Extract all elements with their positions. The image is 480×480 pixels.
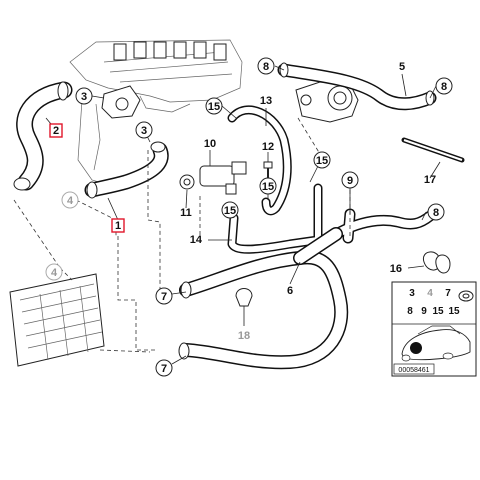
hose-2 <box>13 81 73 191</box>
radiator <box>9 273 105 367</box>
hose-14 <box>227 183 323 254</box>
svg-text:18: 18 <box>238 330 250 342</box>
svg-text:15: 15 <box>224 205 236 217</box>
callout-16[interactable]: 16 <box>390 263 402 275</box>
svg-text:2: 2 <box>53 125 59 137</box>
svg-text:15: 15 <box>262 181 274 193</box>
callout-7[interactable]: 7 <box>155 359 173 377</box>
callout-8[interactable]: 8 <box>427 203 445 221</box>
callout-10[interactable]: 10 <box>204 138 216 150</box>
legend-ref: 4 <box>427 288 433 299</box>
legend-ref: 15 <box>432 306 444 317</box>
svg-text:4: 4 <box>67 195 74 207</box>
svg-text:7: 7 <box>161 291 167 303</box>
leader-lines <box>45 65 441 365</box>
legend-ref: 9 <box>421 306 427 317</box>
svg-text:6: 6 <box>287 285 293 297</box>
callout-1[interactable]: 1 <box>111 218 125 233</box>
callout-15[interactable]: 15 <box>259 177 277 195</box>
svg-text:11: 11 <box>180 207 192 219</box>
svg-text:10: 10 <box>204 138 216 150</box>
callout-3[interactable]: 3 <box>75 87 93 105</box>
callout-15[interactable]: 15 <box>221 201 239 219</box>
svg-text:3: 3 <box>81 91 87 103</box>
svg-text:13: 13 <box>260 95 272 107</box>
hose-6 <box>178 227 349 370</box>
hose-9 <box>334 208 436 244</box>
legend-box: 3 4 7 8 9 15 15 00058461 <box>391 281 477 377</box>
callout-12[interactable]: 12 <box>262 141 274 153</box>
valve-10 <box>199 161 247 195</box>
svg-text:14: 14 <box>190 234 203 246</box>
callout-8[interactable]: 8 <box>435 77 453 95</box>
diagram-id: 00058461 <box>398 367 429 374</box>
callout-18[interactable]: 18 <box>238 330 250 342</box>
svg-text:8: 8 <box>433 207 439 219</box>
legend-ref: 3 <box>409 288 415 299</box>
legend-ref: 15 <box>448 306 460 317</box>
callout-5[interactable]: 5 <box>399 61 405 73</box>
svg-text:8: 8 <box>441 81 447 93</box>
callout-7[interactable]: 7 <box>155 287 173 305</box>
callout-2[interactable]: 2 <box>49 123 63 138</box>
svg-text:12: 12 <box>262 141 274 153</box>
legend-ref: 7 <box>445 288 451 299</box>
svg-text:3: 3 <box>141 125 147 137</box>
svg-text:8: 8 <box>263 61 269 73</box>
svg-text:15: 15 <box>208 101 220 113</box>
svg-text:4: 4 <box>51 267 58 279</box>
hose-1 <box>84 141 169 199</box>
svg-text:15: 15 <box>316 155 328 167</box>
svg-text:17: 17 <box>424 174 436 186</box>
cable-tie-17 <box>401 137 465 163</box>
clip-18 <box>235 288 253 307</box>
svg-text:7: 7 <box>161 363 167 375</box>
callout-3[interactable]: 3 <box>135 121 153 139</box>
svg-text:1: 1 <box>115 220 121 232</box>
callout-15[interactable]: 15 <box>313 151 331 169</box>
clamp-16 <box>422 251 451 274</box>
thermostat-housing <box>101 85 141 119</box>
o-ring-11 <box>179 174 195 190</box>
callout-4[interactable]: 4 <box>45 263 63 281</box>
callout-8[interactable]: 8 <box>257 57 275 75</box>
callout-4[interactable]: 4 <box>61 191 79 209</box>
engine-block <box>69 39 243 187</box>
clamp-icon <box>458 290 474 302</box>
callout-13[interactable]: 13 <box>260 95 272 107</box>
callout-15[interactable]: 15 <box>205 97 223 115</box>
svg-text:5: 5 <box>399 61 405 73</box>
callout-11[interactable]: 11 <box>180 207 192 219</box>
callout-6[interactable]: 6 <box>287 285 293 297</box>
hose-13 <box>227 105 292 216</box>
callout-17[interactable]: 17 <box>424 174 436 186</box>
legend-ref: 8 <box>407 306 413 317</box>
callout-9[interactable]: 9 <box>341 171 359 189</box>
car-icon <box>401 325 471 362</box>
callout-14[interactable]: 14 <box>190 234 203 246</box>
svg-text:9: 9 <box>347 175 353 187</box>
svg-text:16: 16 <box>390 263 402 275</box>
